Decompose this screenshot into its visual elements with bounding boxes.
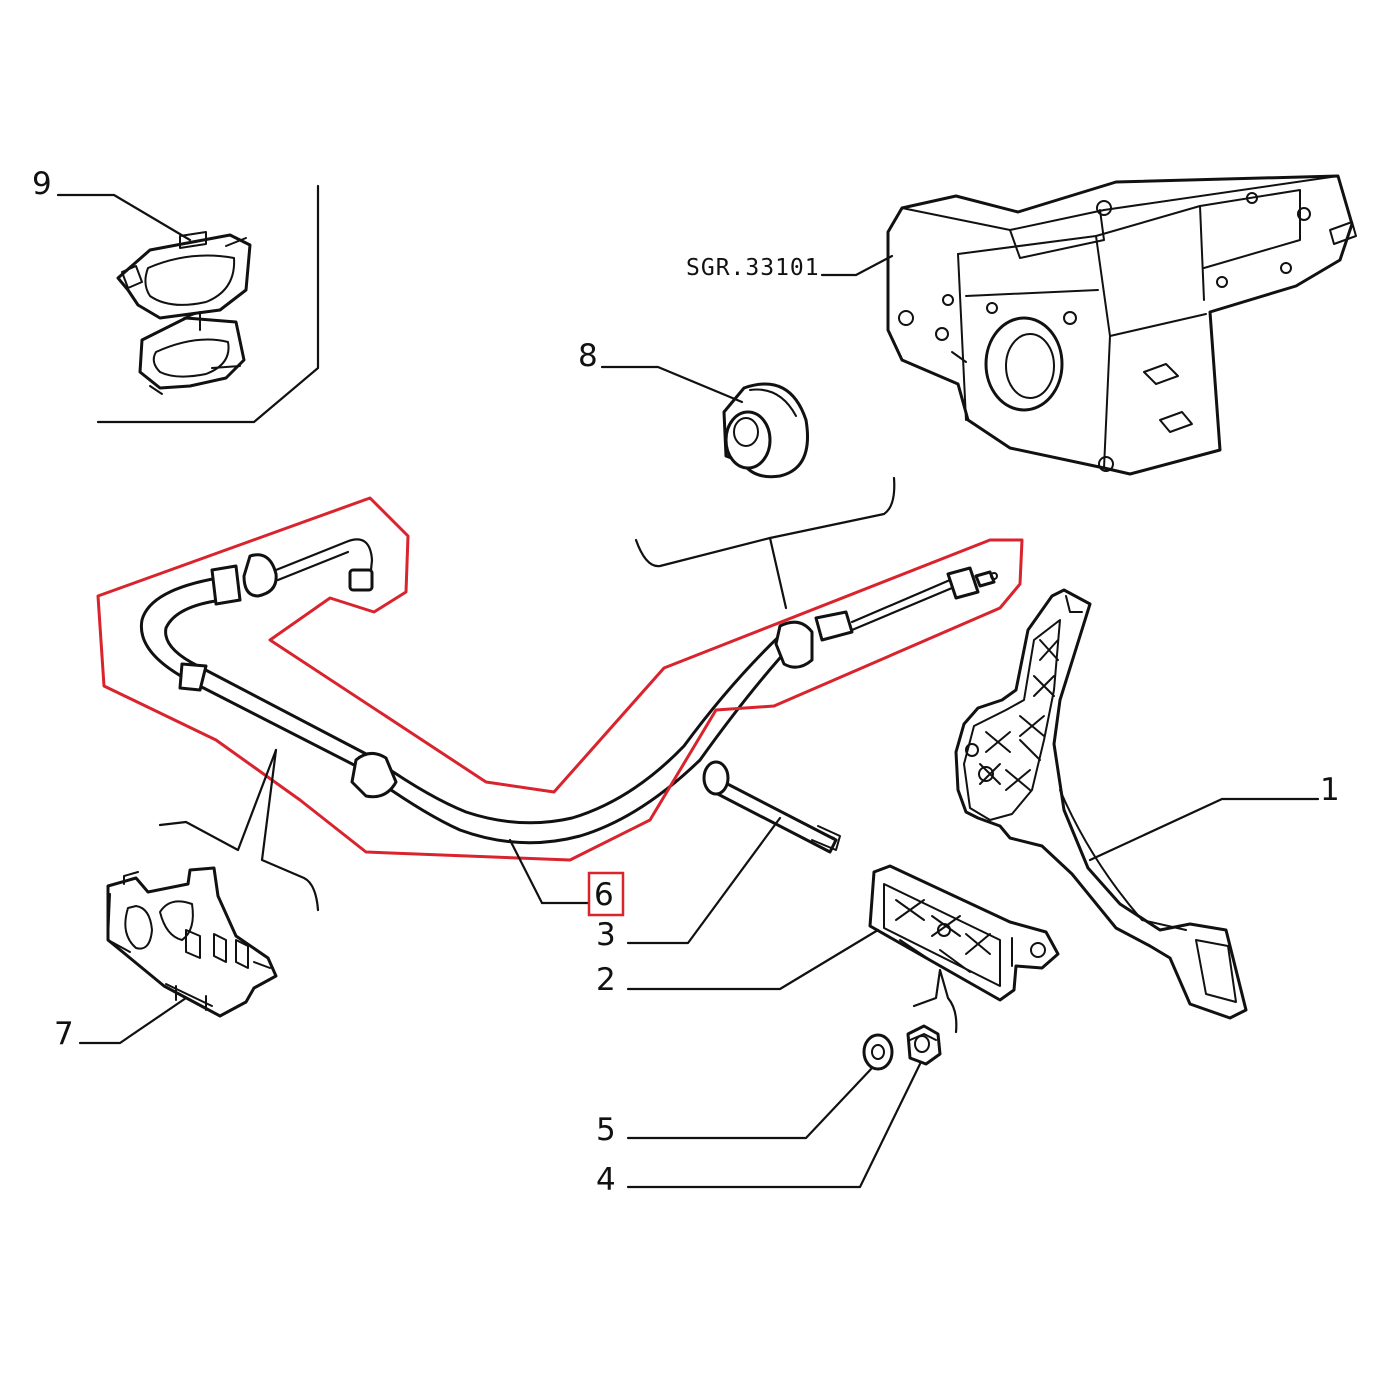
callout-6[interactable]: 6 xyxy=(594,877,614,913)
callout-5[interactable]: 5 xyxy=(596,1112,616,1148)
frame-line-part-9 xyxy=(96,184,320,424)
part-5-washer[interactable] xyxy=(862,1033,894,1071)
part-2-pedal-pad[interactable] xyxy=(868,864,1060,1002)
reference-code: SGR.33101 xyxy=(686,255,820,281)
part-1-pedal-lever[interactable] xyxy=(954,588,1248,1020)
part-6-highlight-outline xyxy=(96,496,1024,862)
callout-4[interactable]: 4 xyxy=(596,1162,616,1198)
part-9-cable-clip[interactable] xyxy=(116,231,252,395)
part-3-pivot-pin[interactable] xyxy=(702,760,841,854)
callout-7[interactable]: 7 xyxy=(54,1016,74,1052)
callout-3[interactable]: 3 xyxy=(596,917,616,953)
leader-lines xyxy=(56,193,1320,1189)
callout-labels: 9 8 1 6 3 2 7 5 4 SGR.33101 xyxy=(32,166,1340,1198)
part-6-accelerator-cable[interactable] xyxy=(139,538,998,845)
callout-1[interactable]: 1 xyxy=(1320,772,1340,808)
highlight-box-6 xyxy=(587,871,625,917)
callout-9[interactable]: 9 xyxy=(32,166,52,202)
vehicle-pedal-bracket[interactable] xyxy=(886,174,1357,476)
part-4-nut[interactable] xyxy=(906,1024,942,1066)
part-8-grommet[interactable] xyxy=(722,382,809,479)
part-7-cable-holder[interactable] xyxy=(106,866,278,1018)
callout-8[interactable]: 8 xyxy=(578,338,598,374)
callout-2[interactable]: 2 xyxy=(596,962,616,998)
